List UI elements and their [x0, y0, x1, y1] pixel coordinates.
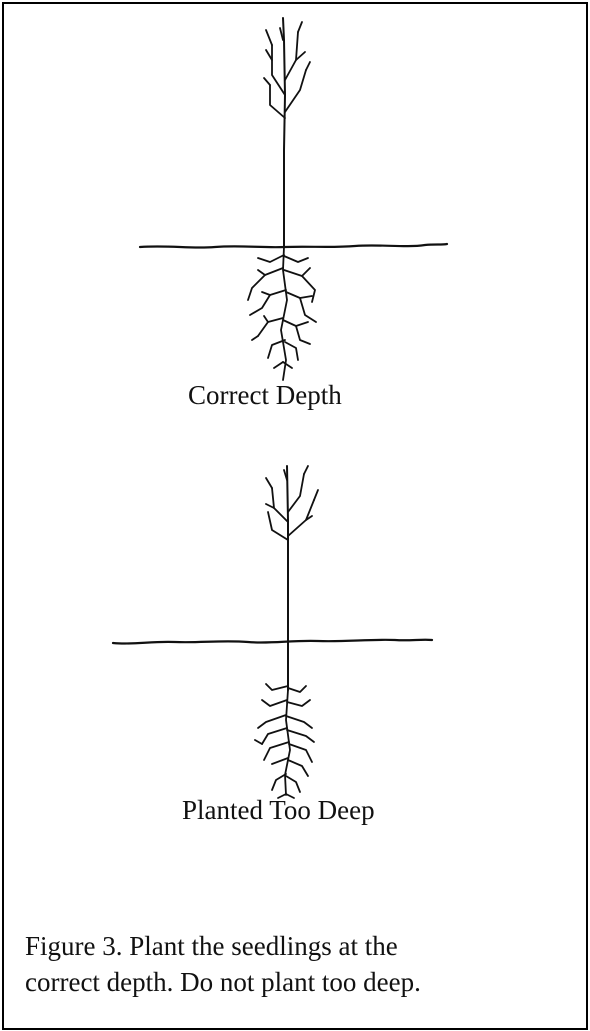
label-correct-depth: Correct Depth [188, 382, 342, 409]
branches-correct [264, 22, 310, 118]
roots-deep [255, 684, 314, 798]
roots-correct [248, 247, 316, 380]
caption-line-2: correct depth. Do not plant too deep. [25, 964, 575, 1000]
ground-line-deep [113, 640, 432, 644]
branches-deep [266, 466, 318, 540]
caption-line-1: Figure 3. Plant the seedlings at the [25, 928, 575, 964]
label-planted-too-deep: Planted Too Deep [182, 797, 375, 824]
seedling-correct-depth [140, 18, 447, 380]
figure-caption: Figure 3. Plant the seedlings at the cor… [25, 928, 575, 1000]
seedling-too-deep [113, 466, 432, 798]
stem-deep [287, 466, 288, 690]
ground-line-correct [140, 244, 447, 248]
stem-correct [283, 18, 285, 247]
